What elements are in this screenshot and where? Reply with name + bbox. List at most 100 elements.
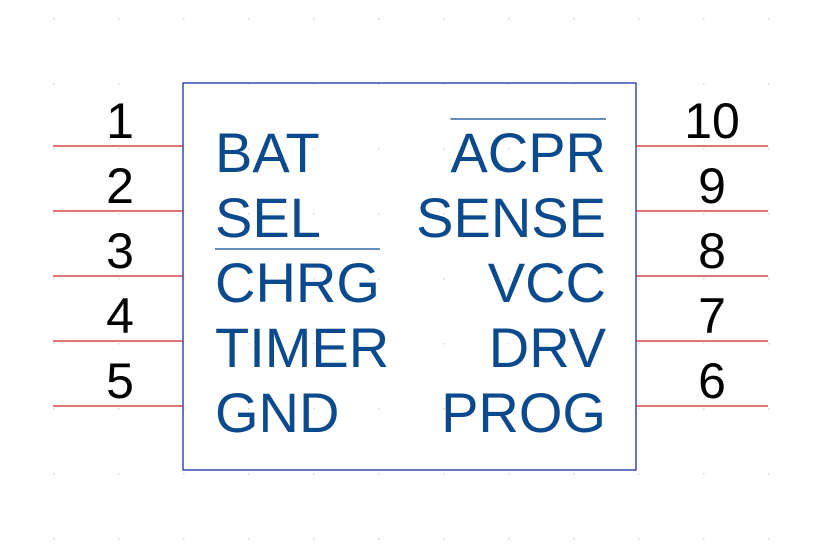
grid-dot [768,343,770,345]
grid-dot [183,83,185,85]
grid-dot [508,408,510,410]
grid-dot [768,538,770,540]
grid-dot [768,213,770,215]
grid-dot [703,213,705,215]
grid-dot [508,278,510,280]
grid-dot [573,408,575,410]
grid-dot [118,538,120,540]
pin-1-label: BAT [215,121,320,184]
grid-dot [378,538,380,540]
grid-dot [118,213,120,215]
grid-dot [313,408,315,410]
grid-dot [638,538,640,540]
grid-dot [573,83,575,85]
pin-2-number: 2 [106,158,134,214]
grid-dot [313,473,315,475]
grid-dot [443,18,445,20]
pin-4-number: 4 [106,288,134,344]
grid-dot [703,408,705,410]
grid-dot [313,278,315,280]
grid-dot [573,213,575,215]
grid-dot [378,408,380,410]
grid-dot [638,473,640,475]
grid-dot [53,343,55,345]
grid-dot [638,148,640,150]
pin-8-label: VCC [488,251,606,314]
pin-2-label: SEL [215,186,321,249]
grid-dot [183,473,185,475]
grid-dot [508,343,510,345]
grid-dot [703,148,705,150]
grid-dot [248,278,250,280]
grid-dot [768,83,770,85]
grid-dot [313,148,315,150]
pin-6-label: PROG [441,381,606,444]
grid-dot [638,278,640,280]
grid-dot [768,408,770,410]
grid-dot [183,213,185,215]
grid-dot [573,343,575,345]
grid-dot [118,343,120,345]
grid-dot [703,278,705,280]
pin-9-label: SENSE [416,186,606,249]
pin-3-number: 3 [106,223,134,279]
grid-dot [703,343,705,345]
grid-dot [378,213,380,215]
grid-dot [118,473,120,475]
grid-dot [508,213,510,215]
pin-5-number: 5 [106,353,134,409]
grid-dot [443,148,445,150]
grid-dot [443,408,445,410]
grid-dot [378,148,380,150]
pin-6-number: 6 [698,353,726,409]
grid-dot [768,278,770,280]
grid-dot [53,408,55,410]
pin-1-number: 1 [106,93,134,149]
grid-dot [573,538,575,540]
grid-dot [248,18,250,20]
grid-dot [703,473,705,475]
grid-dot [768,473,770,475]
grid-dot [53,278,55,280]
grid-dot [443,83,445,85]
grid-dots [53,18,770,540]
grid-dot [378,83,380,85]
pin-8-number: 8 [698,223,726,279]
grid-dot [768,18,770,20]
grid-dot [443,213,445,215]
grid-dot [53,148,55,150]
grid-dot [183,18,185,20]
pin-5-label: GND [215,381,339,444]
grid-dot [53,473,55,475]
pin-10-label: ACPR [450,121,606,184]
grid-dot [638,18,640,20]
grid-dot [118,148,120,150]
grid-dot [378,473,380,475]
grid-dot [118,18,120,20]
grid-dot [248,343,250,345]
grid-dot [53,83,55,85]
grid-dot [703,538,705,540]
grid-dot [508,148,510,150]
grid-dot [53,213,55,215]
grid-dot [443,343,445,345]
pin-9-number: 9 [698,158,726,214]
grid-dot [248,538,250,540]
pin-7-label: DRV [489,316,607,379]
grid-dot [768,148,770,150]
pin-4-label: TIMER [215,316,389,379]
grid-dot [638,343,640,345]
grid-dot [378,343,380,345]
grid-dot [443,538,445,540]
grid-dot [183,538,185,540]
pin-7-number: 7 [698,288,726,344]
grid-dot [573,18,575,20]
grid-dot [573,473,575,475]
grid-dot [248,148,250,150]
grid-dot [53,18,55,20]
grid-dot [313,538,315,540]
grid-dot [248,83,250,85]
